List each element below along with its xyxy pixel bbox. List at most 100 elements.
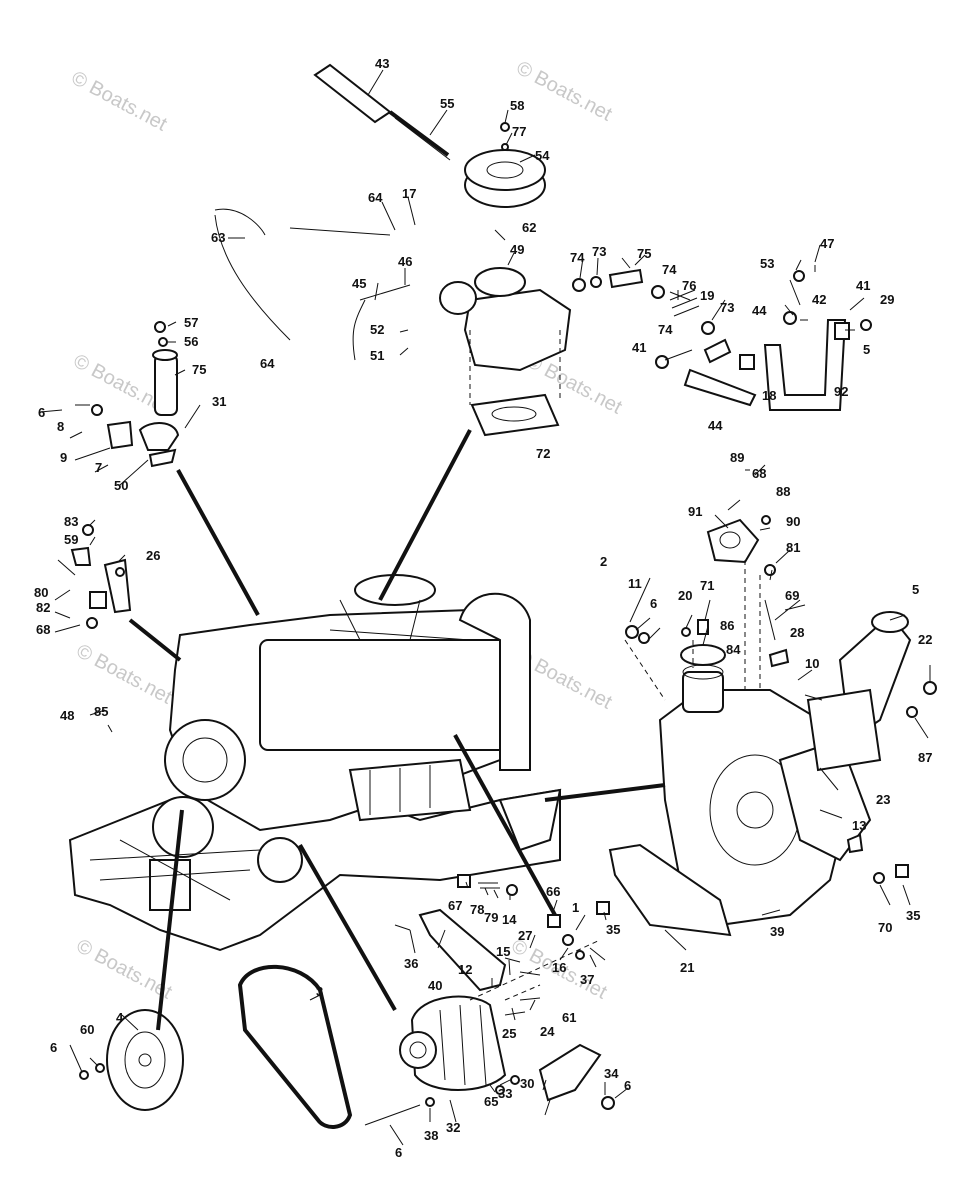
carburetor — [439, 267, 572, 437]
callout-label: 75 — [192, 362, 206, 377]
callout-label: 11 — [628, 576, 642, 591]
hoses — [214, 63, 451, 361]
bellhousing — [608, 611, 912, 937]
callout-label: 90 — [786, 514, 800, 529]
callout-label: 70 — [878, 920, 892, 935]
callout-label: 74 — [662, 262, 677, 277]
callout-label: 47 — [820, 236, 834, 251]
callout-label: 56 — [184, 334, 198, 349]
callout-label: 91 — [688, 504, 702, 519]
callout-label: 53 — [760, 256, 774, 271]
callout-label: 31 — [212, 394, 226, 409]
callout-numbers: 43 55 58 77 54 17 64 62 49 63 74 73 75 5… — [34, 56, 932, 1160]
callout-label: 39 — [770, 924, 784, 939]
callout-label: 58 — [510, 98, 524, 113]
callout-label: 12 — [458, 962, 472, 977]
callout-label: 61 — [562, 1010, 576, 1025]
water-pump-parts — [624, 599, 937, 884]
watermark-text: © Boats.net — [68, 67, 171, 136]
callout-label: 33 — [498, 1086, 512, 1101]
callout-label: 92 — [834, 384, 848, 399]
callout-label: 68 — [752, 466, 766, 481]
callout-label: 17 — [402, 186, 416, 201]
callout-label: 73 — [720, 300, 734, 315]
callout-label: 66 — [546, 884, 560, 899]
callout-label: 84 — [726, 642, 741, 657]
callout-label: 81 — [786, 540, 800, 555]
callout-label: 19 — [700, 288, 714, 303]
callout-leaders — [39, 69, 931, 1146]
callout-label: 2 — [600, 554, 607, 569]
callout-label: 49 — [510, 242, 524, 257]
callout-label: 1 — [572, 900, 579, 915]
callout-label: 64 — [260, 356, 275, 371]
callout-label: 71 — [700, 578, 714, 593]
callout-label: 14 — [502, 912, 517, 927]
callout-label: 74 — [570, 250, 585, 265]
throttle-linkage — [572, 265, 872, 411]
callout-label: 75 — [637, 246, 651, 261]
watermark-text: © Boats.net — [73, 640, 176, 709]
callout-label: 80 — [34, 585, 48, 600]
callout-label: 45 — [352, 276, 366, 291]
callout-label: 52 — [370, 322, 384, 337]
callout-label: 57 — [184, 315, 198, 330]
callout-label: 16 — [552, 960, 566, 975]
callout-label: 21 — [680, 960, 694, 975]
callout-label: 6 — [650, 596, 657, 611]
callout-label: 6 — [50, 1040, 57, 1055]
callout-label: 10 — [805, 656, 819, 671]
callout-label: 30 — [520, 1076, 534, 1091]
callout-label: 35 — [906, 908, 920, 923]
alternator — [364, 908, 615, 1126]
callout-label: 86 — [720, 618, 734, 633]
callout-label: 26 — [146, 548, 160, 563]
callout-label: 35 — [606, 922, 620, 937]
callout-label: 88 — [776, 484, 790, 499]
callout-label: 18 — [762, 388, 776, 403]
callout-label: 5 — [863, 342, 870, 357]
callout-label: 55 — [440, 96, 454, 111]
callout-label: 8 — [57, 419, 64, 434]
pulley-and-belt — [79, 964, 353, 1129]
callout-label: 3 — [316, 984, 323, 999]
callout-label: 44 — [708, 418, 723, 433]
callout-label: 24 — [540, 1024, 555, 1039]
callout-label: 34 — [604, 1066, 619, 1081]
callout-label: 78 — [470, 902, 484, 917]
callout-label: 27 — [518, 928, 532, 943]
callout-label: 38 — [424, 1128, 438, 1143]
callout-label: 62 — [522, 220, 536, 235]
callout-label: 64 — [368, 190, 383, 205]
callout-label: 50 — [114, 478, 128, 493]
callout-label: 6 — [624, 1078, 631, 1093]
callout-label: 43 — [375, 56, 389, 71]
misc-hardware — [394, 874, 610, 976]
callout-label: 82 — [36, 600, 50, 615]
callout-label: 44 — [752, 303, 767, 318]
callout-label: 54 — [535, 148, 550, 163]
callout-label: 15 — [496, 944, 510, 959]
callout-label: 40 — [428, 978, 442, 993]
callout-label: 28 — [790, 625, 804, 640]
callout-label: 83 — [64, 514, 78, 529]
callout-label: 13 — [852, 818, 866, 833]
callout-label: 46 — [398, 254, 412, 269]
callout-label: 6 — [38, 405, 45, 420]
callout-label: 37 — [580, 972, 594, 987]
callout-label: 41 — [632, 340, 646, 355]
callout-label: 23 — [876, 792, 890, 807]
callout-label: 29 — [880, 292, 894, 307]
callout-label: 89 — [730, 450, 744, 465]
watermark-text: © Boats.net — [513, 57, 616, 126]
callout-label: 59 — [64, 532, 78, 547]
callout-label: 68 — [36, 622, 50, 637]
callout-label: 25 — [502, 1026, 516, 1041]
callout-label: 85 — [94, 704, 108, 719]
leader-lines — [128, 429, 666, 1031]
callout-label: 63 — [211, 230, 225, 245]
callout-label: 5 — [912, 582, 919, 597]
air-cleaner — [464, 122, 546, 208]
callout-label: 6 — [395, 1145, 402, 1160]
